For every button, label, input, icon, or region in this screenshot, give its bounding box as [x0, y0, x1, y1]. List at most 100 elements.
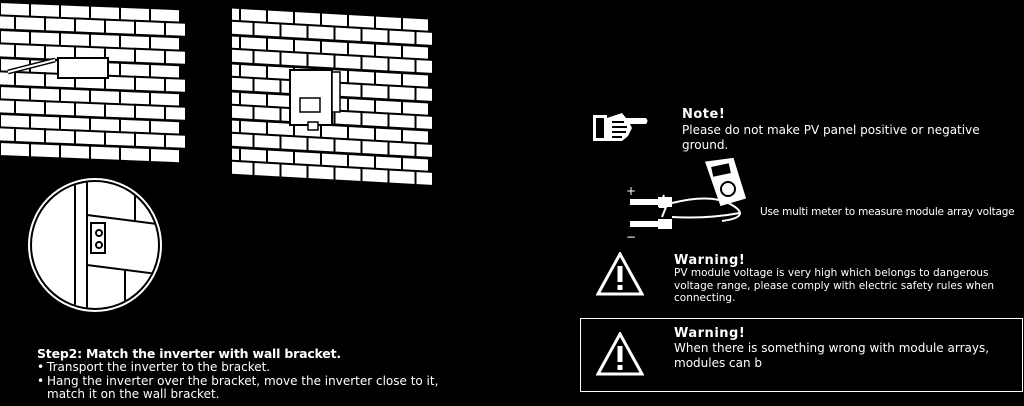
brick: [232, 159, 255, 178]
brick: [0, 14, 16, 32]
brick: [232, 146, 241, 164]
warning-triangle-icon: [596, 332, 644, 376]
brick: [14, 98, 46, 117]
wall-bracket: [57, 57, 109, 79]
brick: [306, 23, 336, 42]
brick: [14, 70, 46, 89]
svg-text:−: −: [626, 230, 636, 243]
note-title: Note!: [682, 107, 726, 122]
brick: [360, 110, 390, 129]
brick: [360, 138, 390, 157]
brick: [164, 132, 185, 150]
brick: [414, 29, 432, 47]
brick: [333, 53, 363, 72]
brick: [279, 162, 309, 181]
brick: [134, 131, 166, 150]
warning-title: Warning!: [674, 326, 746, 341]
inverter: [289, 69, 341, 131]
brick: [252, 76, 282, 95]
brick: [149, 146, 181, 165]
brick: [232, 118, 241, 136]
brick: [164, 48, 185, 66]
screwdriver-icon: [7, 57, 56, 75]
brick: [29, 142, 61, 160]
brick: [252, 104, 282, 123]
brick: [252, 20, 282, 39]
brick: [74, 101, 106, 119]
brick: [360, 166, 390, 185]
brick: [360, 82, 390, 101]
brick: [279, 50, 309, 69]
brick: [252, 132, 282, 151]
brick: [164, 20, 185, 38]
brick: [104, 102, 136, 120]
brick: [232, 19, 255, 38]
brick: [14, 126, 46, 145]
brick: [104, 74, 136, 92]
brick: [59, 143, 91, 161]
brick: [414, 141, 432, 159]
brick: [360, 54, 390, 73]
brick: [0, 140, 31, 159]
inverter-on-wall-illustration: [232, 6, 432, 187]
brick: [74, 17, 106, 35]
brick: [104, 18, 136, 36]
brick: [232, 6, 241, 24]
brick: [279, 22, 309, 41]
brick: [360, 26, 390, 45]
multimeter-illustration: + −: [626, 156, 748, 243]
brick: [387, 84, 417, 103]
brick: [333, 25, 363, 44]
warning-text: When there is something wrong with modul…: [674, 341, 990, 370]
brick: [164, 104, 185, 122]
brick: [74, 129, 106, 147]
brick: [89, 144, 121, 162]
warning-title: Warning!: [674, 253, 746, 268]
brick: [134, 75, 166, 94]
brick: [387, 56, 417, 75]
brick: [414, 169, 432, 187]
brick: [14, 42, 46, 61]
warning-box: [580, 318, 1023, 392]
brick: [0, 126, 16, 144]
brick: [232, 103, 255, 122]
brick: [306, 135, 336, 154]
brick: [134, 19, 166, 38]
brick: [387, 28, 417, 47]
note-text: Please do not make PV panel positive or …: [682, 123, 980, 152]
brick: [333, 137, 363, 156]
brick: [44, 128, 76, 146]
brick: [414, 57, 432, 75]
brick: [134, 47, 166, 66]
pointing-hand-icon: [593, 113, 648, 141]
brick: [104, 46, 136, 64]
multimeter-caption: Use multi meter to measure module array …: [760, 206, 1015, 218]
brick: [387, 140, 417, 159]
brick: [119, 145, 151, 164]
step-item: Transport the inverter to the bracket.: [37, 360, 467, 375]
brick: [164, 76, 185, 94]
brick: [232, 34, 241, 52]
brick: [232, 62, 241, 80]
brick: [232, 90, 241, 108]
brick: [333, 165, 363, 184]
brick: [387, 112, 417, 131]
brick: [306, 51, 336, 70]
brick: [279, 134, 309, 153]
brick: [252, 48, 282, 67]
warning-text: PV module voltage is very high which bel…: [674, 267, 995, 304]
brick: [414, 113, 432, 131]
brick: [414, 85, 432, 103]
probe-icon: [630, 197, 672, 229]
bracket-detail-magnifier: [28, 178, 162, 312]
brick: [232, 75, 255, 94]
step-list: Transport the inverter to the bracket. H…: [37, 360, 467, 402]
warning-triangle-icon: [596, 252, 644, 296]
brick: [333, 109, 363, 128]
brick: [14, 14, 46, 33]
brick: [134, 103, 166, 122]
multimeter-icon: [702, 156, 748, 208]
brick: [44, 16, 76, 34]
step-title: Step2: Match the inverter with wall brac…: [37, 346, 341, 361]
brick: [104, 130, 136, 148]
